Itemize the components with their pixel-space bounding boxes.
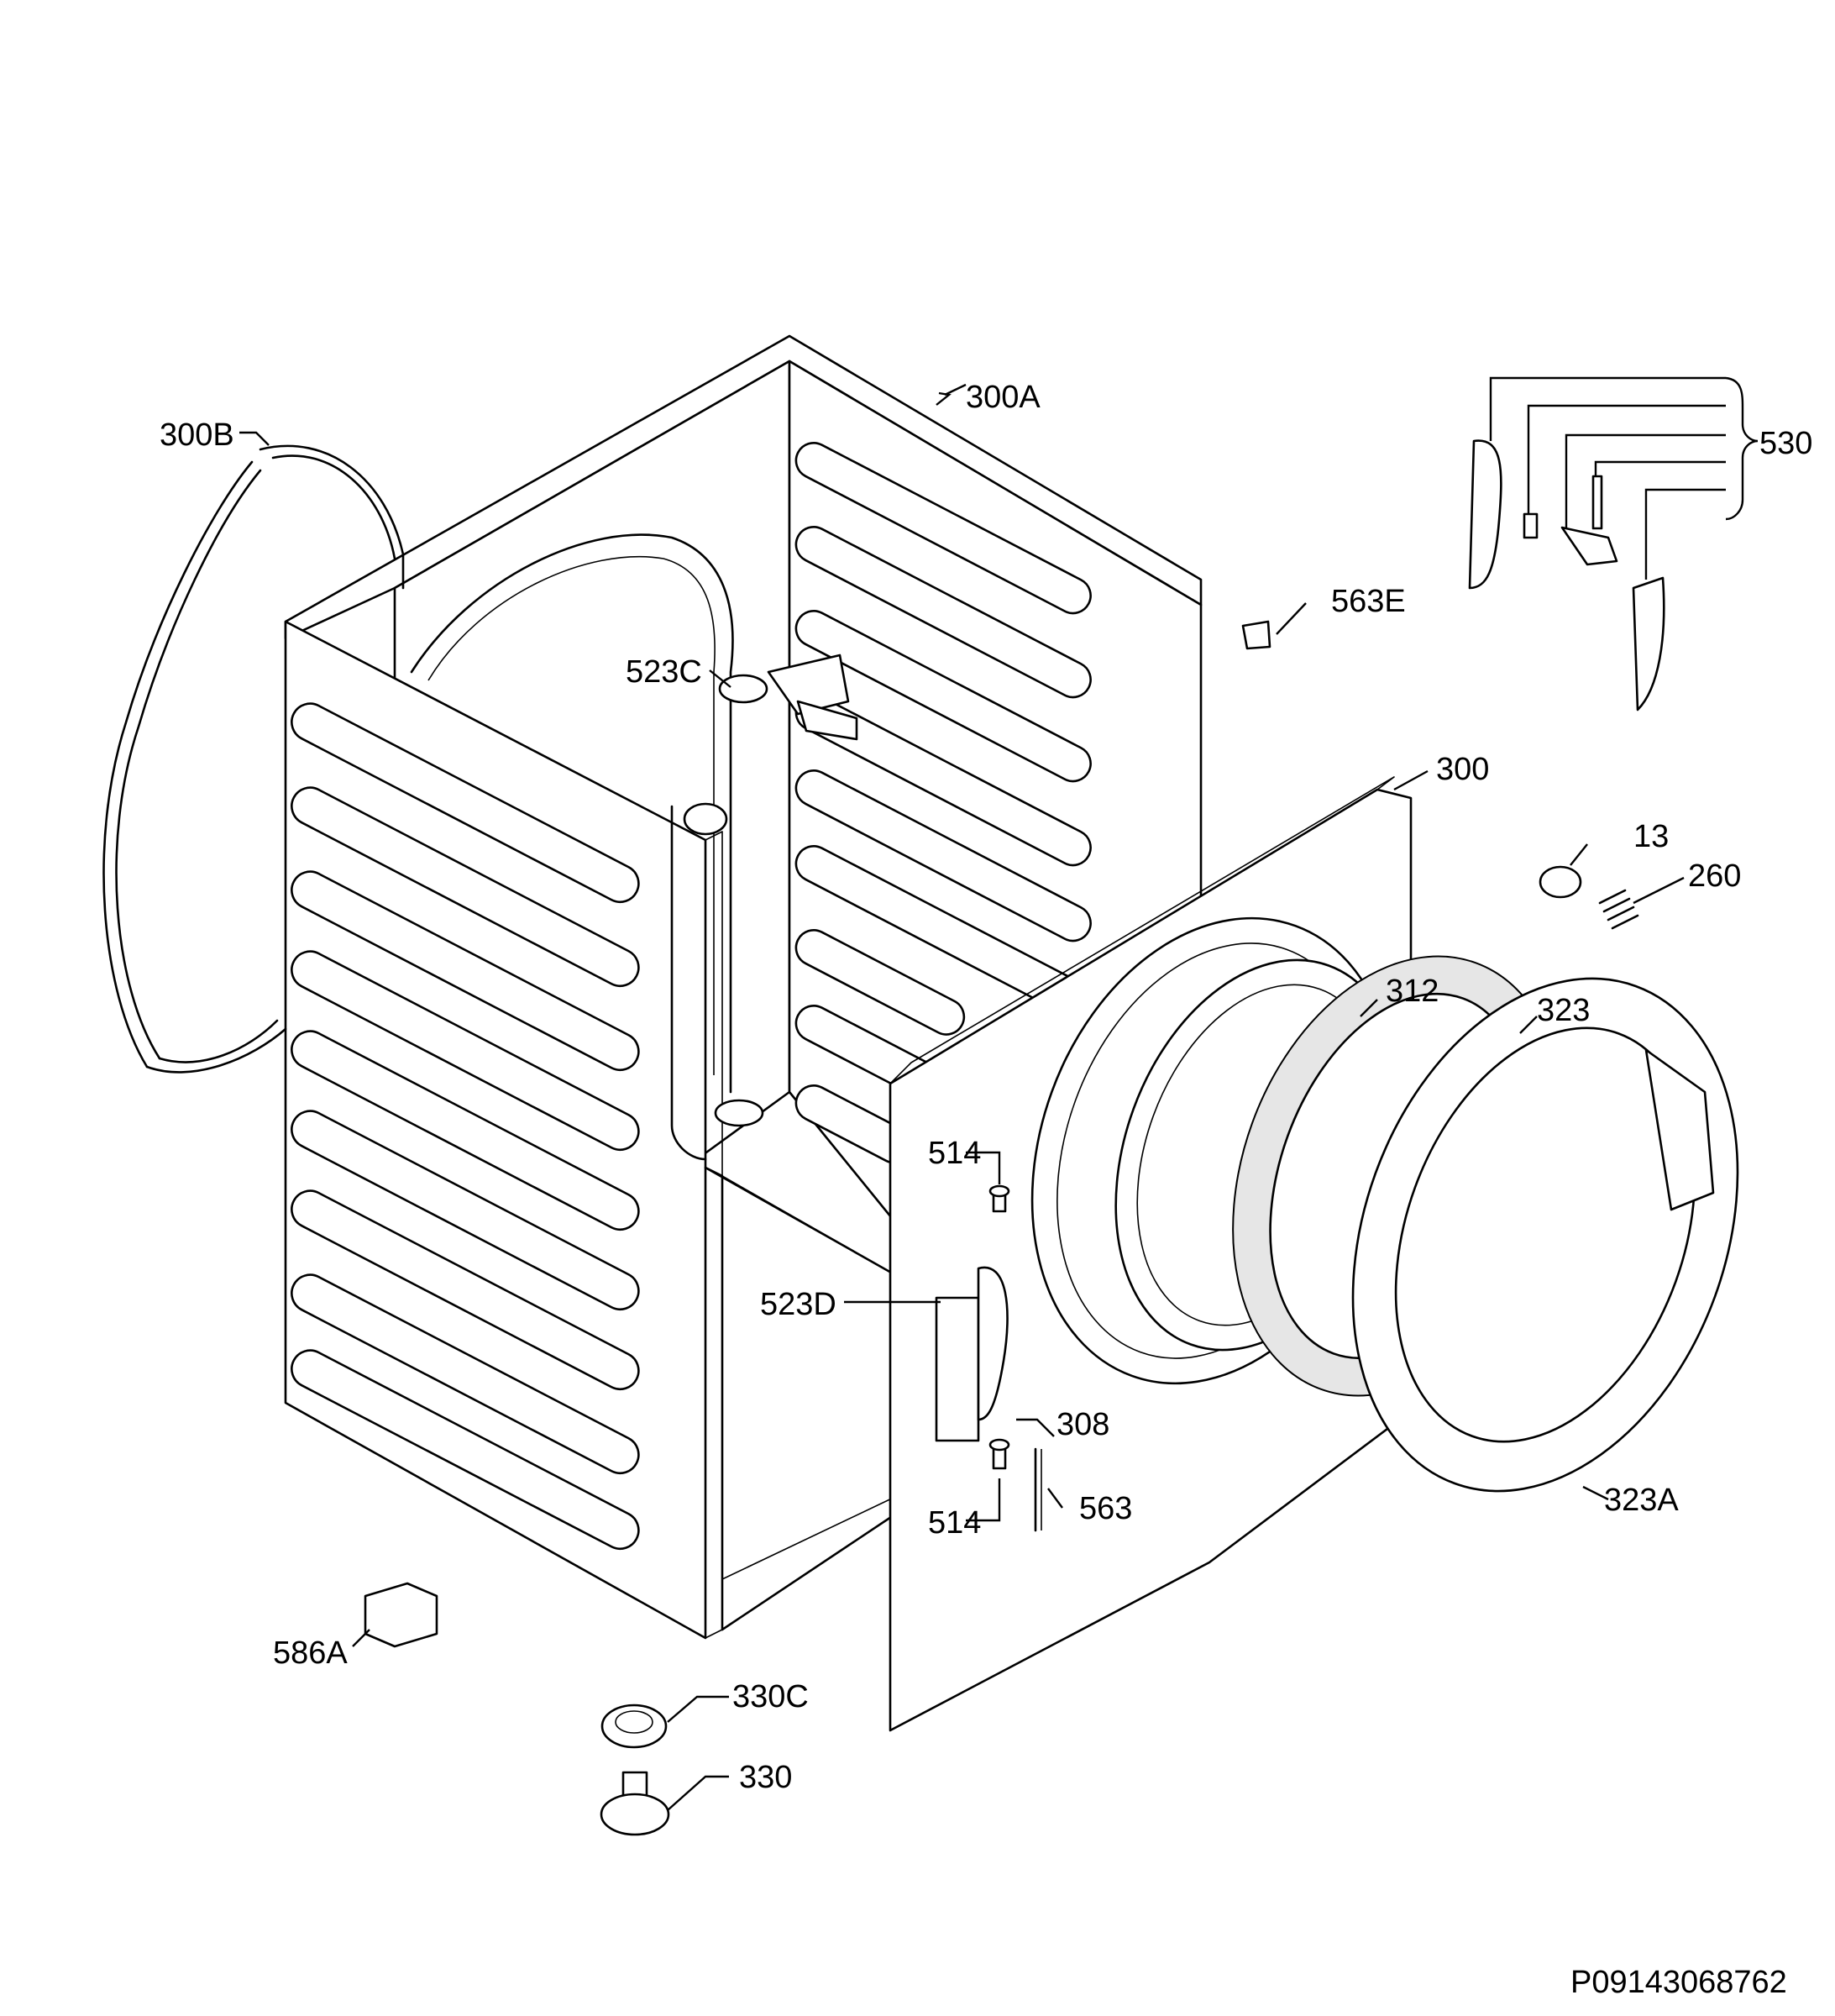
hinge-523d: [935, 1266, 1009, 1442]
part-number: P09143068762: [1570, 1965, 1787, 2000]
label-523c: 523C: [626, 654, 702, 690]
cap-13: [1539, 865, 1582, 899]
screw-514-lower: [988, 1438, 1010, 1470]
label-323a: 323A: [1604, 1483, 1679, 1518]
label-300a: 300A: [966, 380, 1041, 415]
label-530: 530: [1759, 426, 1812, 461]
screw-514-upper: [988, 1184, 1010, 1213]
foot-330: [600, 1771, 670, 1836]
left-panel-ribs: [291, 702, 640, 1551]
label-563e: 563E: [1331, 584, 1406, 619]
label-514-lower: 514: [928, 1505, 981, 1541]
outer-door-ring-323a: [1351, 977, 1739, 1493]
label-563: 563: [1079, 1491, 1132, 1526]
right-panel-ribs: [794, 442, 1092, 1164]
label-523d: 523D: [760, 1287, 836, 1322]
bracket-530: [1725, 376, 1759, 521]
label-13: 13: [1633, 819, 1669, 854]
label-330: 330: [739, 1760, 792, 1795]
latch-kit-530: [1468, 439, 1665, 711]
leader-lines: [239, 376, 1726, 1811]
switch-586a: [364, 1582, 438, 1648]
label-586a: 586A: [273, 1635, 348, 1671]
hose-clip-523c: [718, 654, 858, 741]
label-323: 323: [1537, 993, 1590, 1028]
label-312: 312: [1386, 974, 1439, 1009]
clip-563e: [1241, 620, 1271, 650]
gasket-ring-300b: [102, 444, 405, 1074]
label-300b: 300B: [160, 417, 234, 453]
label-330c: 330C: [732, 1679, 809, 1714]
label-308: 308: [1056, 1407, 1109, 1442]
spring-260: [1598, 889, 1639, 930]
label-300: 300: [1436, 752, 1489, 787]
nut-330c: [600, 1704, 668, 1749]
label-260: 260: [1688, 858, 1741, 894]
label-514-upper: 514: [928, 1136, 981, 1171]
part-labels: 300A 300B 530 563E 523C 300 13 260 312 3…: [160, 380, 1812, 1795]
